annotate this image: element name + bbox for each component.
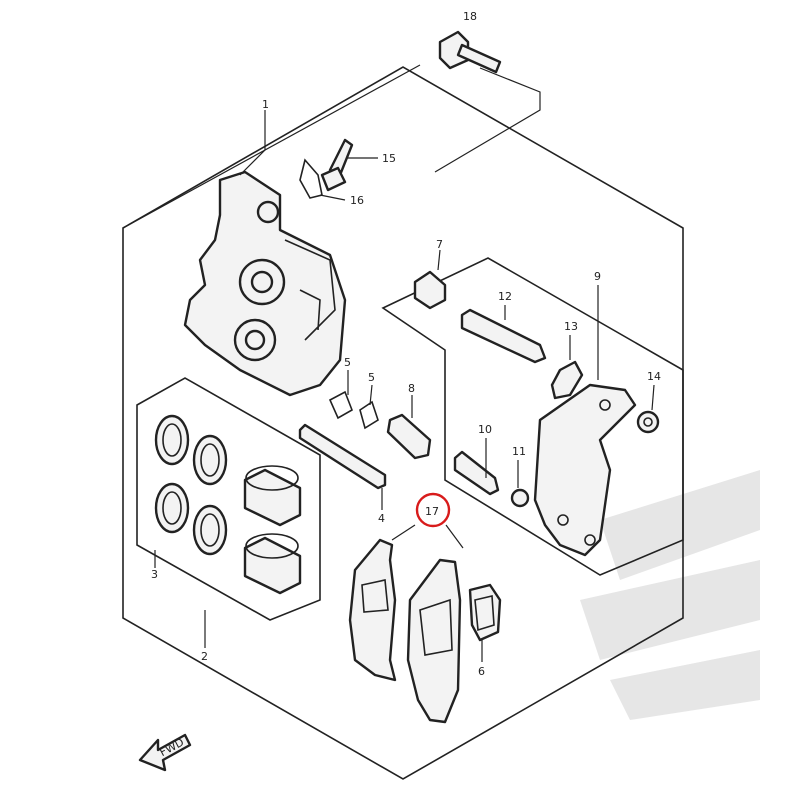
highlight-circle-17 <box>415 492 451 528</box>
bracket-subframe <box>381 257 684 576</box>
piston-seals <box>154 414 228 568</box>
clip-13 <box>550 335 584 400</box>
clip-5b <box>359 384 379 430</box>
callout-8: 8 <box>408 382 415 395</box>
bracket-9 <box>533 285 637 557</box>
pad-pin-4 <box>298 423 387 510</box>
brake-pads <box>348 524 464 724</box>
slide-pin-12 <box>460 305 547 364</box>
callout-9: 9 <box>594 270 601 283</box>
bolt-18 <box>434 30 541 173</box>
bleeder-cap <box>299 158 346 201</box>
callout-11: 11 <box>512 445 526 458</box>
callout-5b: 5 <box>368 371 375 384</box>
callout-18: 18 <box>463 10 477 23</box>
callout-5a: 5 <box>344 356 351 369</box>
slide-pin-10 <box>453 438 500 496</box>
pistons <box>204 465 302 648</box>
callout-13: 13 <box>564 320 578 333</box>
callout-16: 16 <box>350 194 364 207</box>
callout-12: 12 <box>498 290 512 303</box>
bolt-8 <box>386 395 432 460</box>
bleeder-valve <box>320 138 378 192</box>
washer-14 <box>636 384 660 434</box>
callout-15: 15 <box>382 152 396 165</box>
callout-3: 3 <box>151 568 158 581</box>
assembly-frame <box>122 66 684 780</box>
pad-shim-6 <box>468 583 502 662</box>
callout-10: 10 <box>478 423 492 436</box>
seal-group-frame <box>136 377 321 621</box>
callout-14: 14 <box>647 370 661 383</box>
callout-6: 6 <box>478 665 485 678</box>
watermark-logo <box>580 470 760 720</box>
callout-17: 17 <box>425 505 439 518</box>
callout-4: 4 <box>378 512 385 525</box>
callout-7: 7 <box>436 238 443 251</box>
callout-2: 2 <box>201 650 208 663</box>
callout-1: 1 <box>262 98 269 111</box>
clip-5a <box>328 370 353 420</box>
caliper-body <box>122 64 421 397</box>
forward-direction-arrow: FWD <box>138 733 192 772</box>
bushing-7 <box>413 249 447 310</box>
washer-11 <box>510 460 530 508</box>
